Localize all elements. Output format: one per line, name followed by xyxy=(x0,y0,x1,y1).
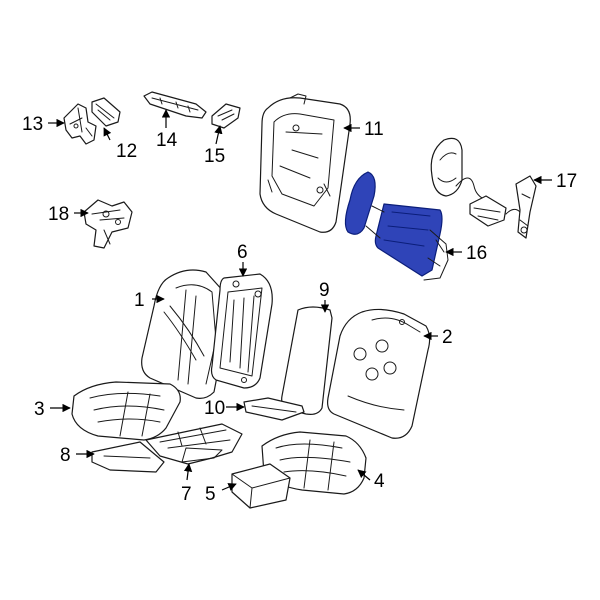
leader-15 xyxy=(214,125,223,145)
leader-lines xyxy=(48,109,552,491)
callout-6: 6 xyxy=(237,242,248,263)
callout-1: 1 xyxy=(134,290,145,311)
callout-8: 8 xyxy=(60,445,71,466)
part-9-backrest-insert[interactable] xyxy=(281,306,333,415)
callout-11: 11 xyxy=(364,119,384,140)
callout-labels: 13 12 14 15 11 17 18 16 6 1 9 2 3 10 8 7… xyxy=(22,114,577,505)
part-5-bolster-block[interactable] xyxy=(231,463,291,509)
part-3-seat-cushion-cover[interactable] xyxy=(71,381,181,441)
callout-9: 9 xyxy=(319,280,330,301)
leader-5 xyxy=(221,483,237,491)
callout-14: 14 xyxy=(156,130,178,151)
part-10-heating-pad[interactable] xyxy=(243,397,305,421)
part-16-backrest-pad-highlighted[interactable] xyxy=(344,171,449,281)
callout-13: 13 xyxy=(22,114,43,135)
leader-7 xyxy=(183,463,193,481)
callout-17: 17 xyxy=(556,171,577,192)
part-2-backrest-foam[interactable] xyxy=(327,308,431,439)
part-17-headrest-and-harness[interactable] xyxy=(430,137,537,239)
callout-2: 2 xyxy=(442,327,453,348)
part-12-cover[interactable] xyxy=(91,97,121,127)
part-18-recliner-mechanism[interactable] xyxy=(83,199,133,249)
callout-12: 12 xyxy=(116,141,137,162)
callout-5: 5 xyxy=(205,484,216,505)
callout-3: 3 xyxy=(34,399,45,420)
part-11-backrest-rear-panel[interactable] xyxy=(259,93,351,233)
callout-10: 10 xyxy=(204,398,225,419)
callout-4: 4 xyxy=(374,471,385,492)
callout-18: 18 xyxy=(48,204,69,225)
callout-15: 15 xyxy=(204,146,225,167)
part-15-clip[interactable] xyxy=(211,103,241,129)
leader-4 xyxy=(357,469,371,481)
part-6-backrest-frame[interactable] xyxy=(210,273,273,389)
callout-16: 16 xyxy=(466,243,487,264)
leader-12 xyxy=(103,127,112,141)
callout-7: 7 xyxy=(181,484,192,505)
part-14-trim-strip[interactable] xyxy=(143,91,207,119)
part-7-seat-pan[interactable] xyxy=(145,423,243,465)
part-8-seat-mat[interactable] xyxy=(91,441,165,473)
part-13-bracket[interactable] xyxy=(63,103,97,145)
